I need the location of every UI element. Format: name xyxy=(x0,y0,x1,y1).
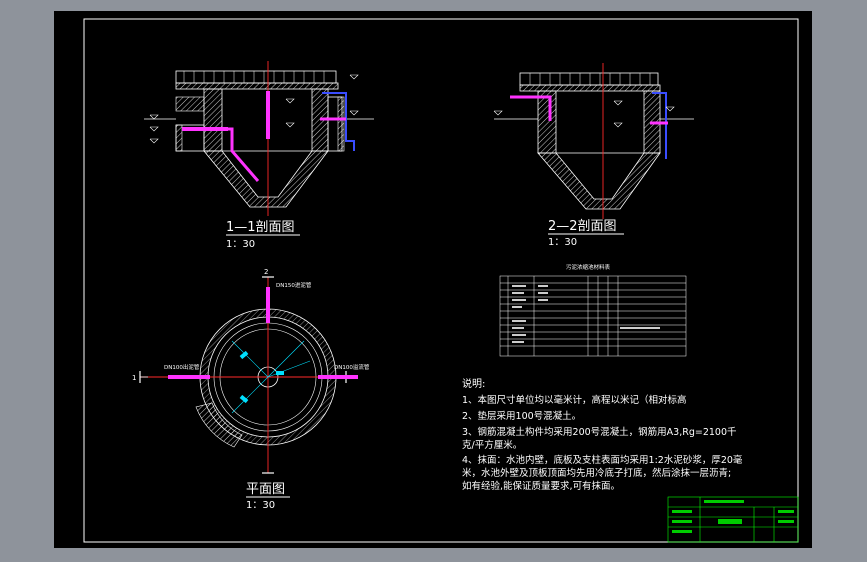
hopper xyxy=(203,150,329,208)
plan-inlet-label: DN150进泥管 xyxy=(276,281,312,289)
note-4: 4、抹面：水池内壁，底板及支柱表面均采用1:2水泥砂浆，厚20毫 xyxy=(462,455,743,466)
notes-heading: 说明: xyxy=(462,379,486,390)
railing xyxy=(175,70,337,84)
table-title: 污泥浓缩池材料表 xyxy=(566,263,611,271)
material-table xyxy=(499,275,687,357)
plan-scale: 1：30 xyxy=(246,500,275,511)
note-3-cont: 克/平方厘米。 xyxy=(462,440,523,451)
section-2-scale: 1：30 xyxy=(548,237,577,248)
section-2-title: 2—2剖面图 xyxy=(548,219,617,234)
inlet-pipe xyxy=(182,127,228,131)
section-1-1-view xyxy=(144,61,374,216)
inner-border xyxy=(83,18,799,543)
plan-drain-label: DN100溢流管 xyxy=(334,363,370,371)
drawing-sheet: 1—1剖面图 1：30 2—2剖面图 1 xyxy=(54,11,812,548)
cut-mark-left: 1 xyxy=(132,374,136,382)
note-1: 1、本图尺寸单位均以毫米计，高程以米记（相对标高 xyxy=(462,395,687,406)
plan-title: 平面图 xyxy=(246,482,285,497)
note-2: 2、垫层采用100号混凝土。 xyxy=(462,411,582,422)
note-4-cont: 米，水池外壁及顶板顶面均先用冷底子打底，然后涂抹一层沥青; xyxy=(462,468,732,479)
note-4-cont2: 如有经验,能保证质量要求,可有抹面。 xyxy=(462,481,621,492)
cad-drawing: 1—1剖面图 1：30 2—2剖面图 1 xyxy=(83,18,799,543)
section-2-2-view xyxy=(493,63,694,219)
section-1-scale: 1：30 xyxy=(226,239,255,250)
note-3: 3、钢筋混凝土构件均采用200号混凝土，钢筋用A3,Rg=2100千 xyxy=(462,427,737,438)
cut-mark-top: 2 xyxy=(264,268,268,276)
section-1-title: 1—1剖面图 xyxy=(226,220,295,235)
title-block xyxy=(667,496,799,543)
plan-outlet-label: DN100出泥管 xyxy=(164,363,200,371)
plan-view xyxy=(139,276,358,474)
